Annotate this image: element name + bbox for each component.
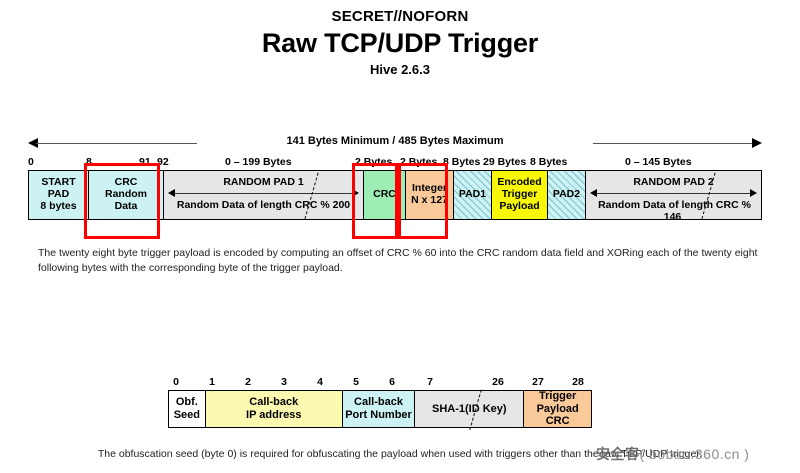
start-pad-line1: START (41, 176, 76, 189)
start-pad-line3: 8 bytes (40, 199, 77, 212)
pad1-label: PAD1 (458, 188, 487, 201)
random-pad-2-measure-arrow (590, 188, 757, 200)
offset-8: 8 (86, 156, 92, 168)
sha1-label: SHA-1(ID Key) (431, 402, 507, 415)
pad2-label: PAD2 (552, 188, 581, 201)
callback-ip-line2: IP address (246, 409, 302, 421)
size-crc: 2 Bytes (355, 156, 393, 168)
crc-random-line3: Data (114, 199, 138, 212)
size-pad2: 8 Bytes (530, 156, 568, 168)
offset-0: 0 (28, 156, 34, 168)
size-random-pad-1: 0 – 199 Bytes (225, 156, 292, 168)
callback-port-line2: Port Number (345, 409, 412, 421)
encoding-note: The twenty eight byte trigger payload is… (38, 247, 758, 275)
packet-field-integer: Integer N x 127 (406, 171, 454, 219)
size-integer: 2 Bytes (400, 156, 438, 168)
total-length-label: 141 Bytes Minimum / 485 Bytes Maximum (197, 134, 593, 148)
packet-structure-bar: START PAD 8 bytes CRC Random Data RANDOM… (28, 170, 762, 220)
payload-field-callback-ip: Call-back IP address (205, 391, 343, 427)
encoded-line1: Encoded (497, 176, 542, 189)
watermark-url-text: ( bobao.360.cn ) (639, 446, 750, 462)
page-title: Raw TCP/UDP Trigger (261, 28, 539, 58)
trigger-crc-line2: Payload CRC (536, 402, 579, 428)
obfuscation-note: The obfuscation seed (byte 0) is require… (97, 448, 703, 460)
offset-91: 91 (139, 156, 151, 168)
arrow-right-head (752, 138, 762, 148)
arrow-left-head (28, 138, 38, 148)
payload-tick-6: 6 (389, 376, 395, 388)
packet-field-crc: CRC (364, 171, 406, 219)
encoded-line3: Payload (499, 199, 540, 212)
offset-92: 92 (157, 156, 169, 168)
site-watermark: 安全客( bobao.360.cn ) (596, 444, 796, 468)
encoded-line2: Trigger (501, 188, 538, 201)
random-pad-1-desc: Random Data of length CRC % 200 (174, 199, 353, 211)
random-pad-2-desc: Random Data of length CRC % 146 (596, 199, 751, 219)
payload-tick-1: 1 (209, 376, 215, 388)
trigger-crc-line1: Trigger (539, 390, 577, 403)
obf-seed-line2: Seed (173, 409, 200, 421)
payload-byte-ticks: 0 1 2 3 4 5 6 7 26 27 28 (168, 376, 592, 390)
payload-field-callback-port: Call-back Port Number (342, 391, 416, 427)
integer-line2: N x 127 (411, 194, 448, 206)
classification-banner: SECRET//NOFORN (331, 8, 469, 25)
total-length-arrow: 141 Bytes Minimum / 485 Bytes Maximum (28, 134, 762, 154)
payload-tick-7: 7 (427, 376, 433, 388)
version-subtitle: Hive 2.6.3 (370, 62, 430, 77)
size-encoded: 29 Bytes (483, 156, 527, 168)
payload-field-sha1-id-key: SHA-1(ID Key) (415, 389, 525, 431)
packet-field-crc-random-data: CRC Random Data (89, 171, 164, 219)
obf-seed-line1: Obf. (175, 396, 198, 409)
watermark-cn-text: 安全客 (596, 446, 640, 462)
payload-tick-27: 27 (532, 376, 544, 388)
callback-port-line1: Call-back (354, 396, 403, 409)
size-random-pad-2: 0 – 145 Bytes (625, 156, 692, 168)
integer-line1: Integer (411, 182, 447, 195)
random-pad-1-measure-arrow (168, 188, 359, 200)
payload-tick-3: 3 (281, 376, 287, 388)
payload-tick-5: 5 (353, 376, 359, 388)
payload-tick-2: 2 (245, 376, 251, 388)
packet-field-random-pad-2: RANDOM PAD 2 Random Data of length CRC %… (586, 171, 761, 219)
payload-tick-28: 28 (572, 376, 584, 388)
crc-label: CRC (373, 188, 396, 201)
size-pad1: 8 Bytes (443, 156, 481, 168)
start-pad-line2: PAD (47, 188, 70, 201)
payload-field-obf-seed: Obf. Seed (169, 391, 206, 427)
random-pad-2-title: RANDOM PAD 2 (633, 176, 714, 188)
crc-random-line1: CRC (114, 176, 138, 189)
packet-field-encoded-trigger-payload: Encoded Trigger Payload (492, 171, 548, 219)
payload-field-trigger-payload-crc: Trigger Payload CRC (524, 390, 591, 428)
payload-tick-0: 0 (173, 376, 179, 388)
trigger-payload-layout: Obf. Seed Call-back IP address Call-back… (168, 389, 592, 431)
packet-field-pad1: PAD1 (454, 171, 492, 219)
payload-tick-26: 26 (492, 376, 504, 388)
callback-ip-line1: Call-back (249, 396, 299, 409)
payload-tick-4: 4 (317, 376, 323, 388)
packet-field-random-pad-1: RANDOM PAD 1 Random Data of length CRC %… (164, 171, 364, 219)
crc-random-line2: Random (105, 188, 147, 201)
random-pad-1-title: RANDOM PAD 1 (223, 176, 304, 188)
packet-field-start-pad: START PAD 8 bytes (29, 171, 89, 219)
packet-field-pad2: PAD2 (548, 171, 586, 219)
